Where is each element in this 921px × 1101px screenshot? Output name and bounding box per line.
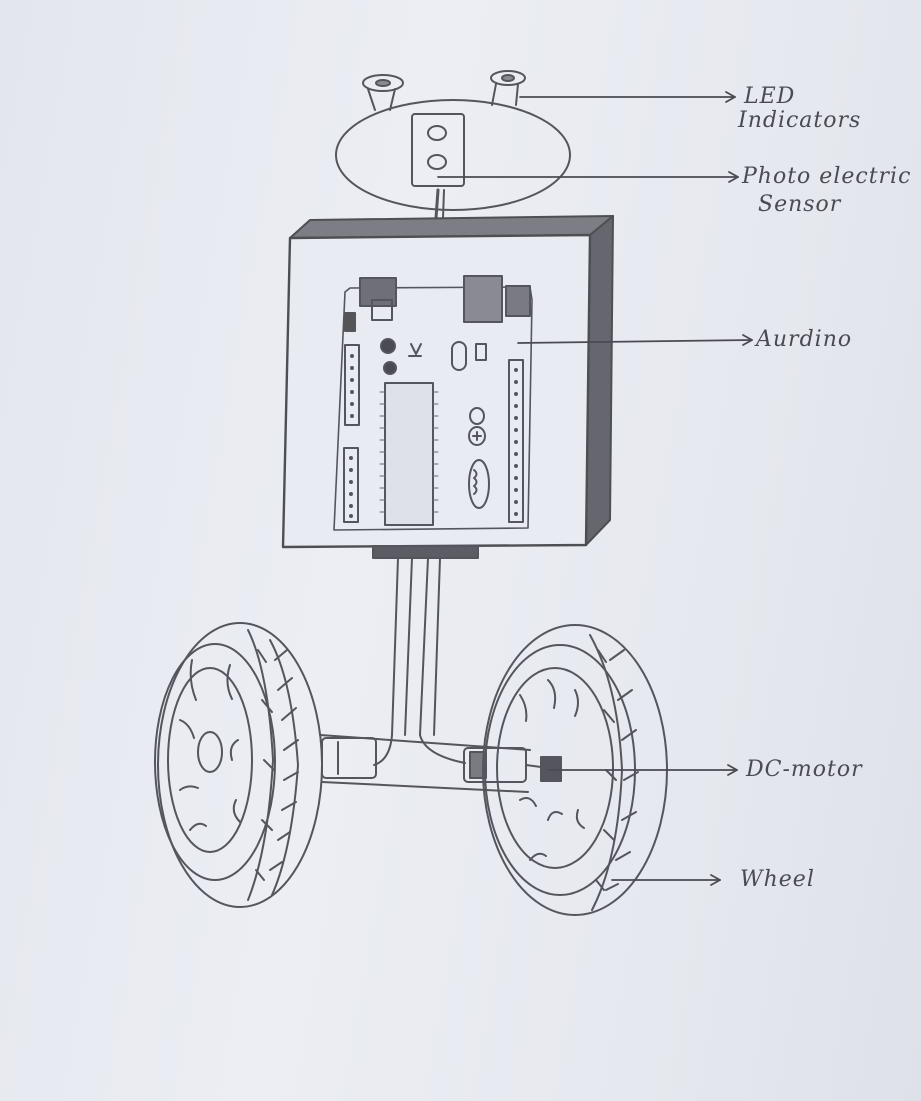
label-led-line2: Indicators bbox=[738, 108, 862, 133]
pointer-wheel bbox=[611, 874, 721, 886]
led-left bbox=[362, 74, 404, 111]
led-right bbox=[490, 70, 526, 106]
sensor-head bbox=[335, 70, 571, 220]
label-arduino: Aurdino bbox=[756, 327, 853, 352]
dc-motor-left bbox=[321, 737, 377, 779]
chassis-box bbox=[281, 215, 614, 549]
pointer-sensor bbox=[437, 171, 739, 183]
label-dc-motor: DC-motor bbox=[746, 757, 863, 782]
label-sensor-line2: Sensor bbox=[758, 192, 842, 217]
photoelectric-sensor bbox=[411, 113, 465, 187]
arduino-board bbox=[333, 275, 533, 531]
label-wheel: Wheel bbox=[740, 867, 815, 892]
label-sensor-line1: Photo electric bbox=[742, 164, 912, 189]
label-led-line1: LED bbox=[744, 84, 796, 109]
wire-bundle bbox=[372, 545, 479, 766]
pointer-lines bbox=[437, 91, 753, 886]
wheel-left bbox=[154, 622, 323, 908]
dc-motor-right bbox=[463, 747, 562, 783]
pointer-motor bbox=[547, 764, 738, 776]
pointer-arduino bbox=[517, 334, 753, 346]
pointer-led bbox=[519, 91, 736, 103]
